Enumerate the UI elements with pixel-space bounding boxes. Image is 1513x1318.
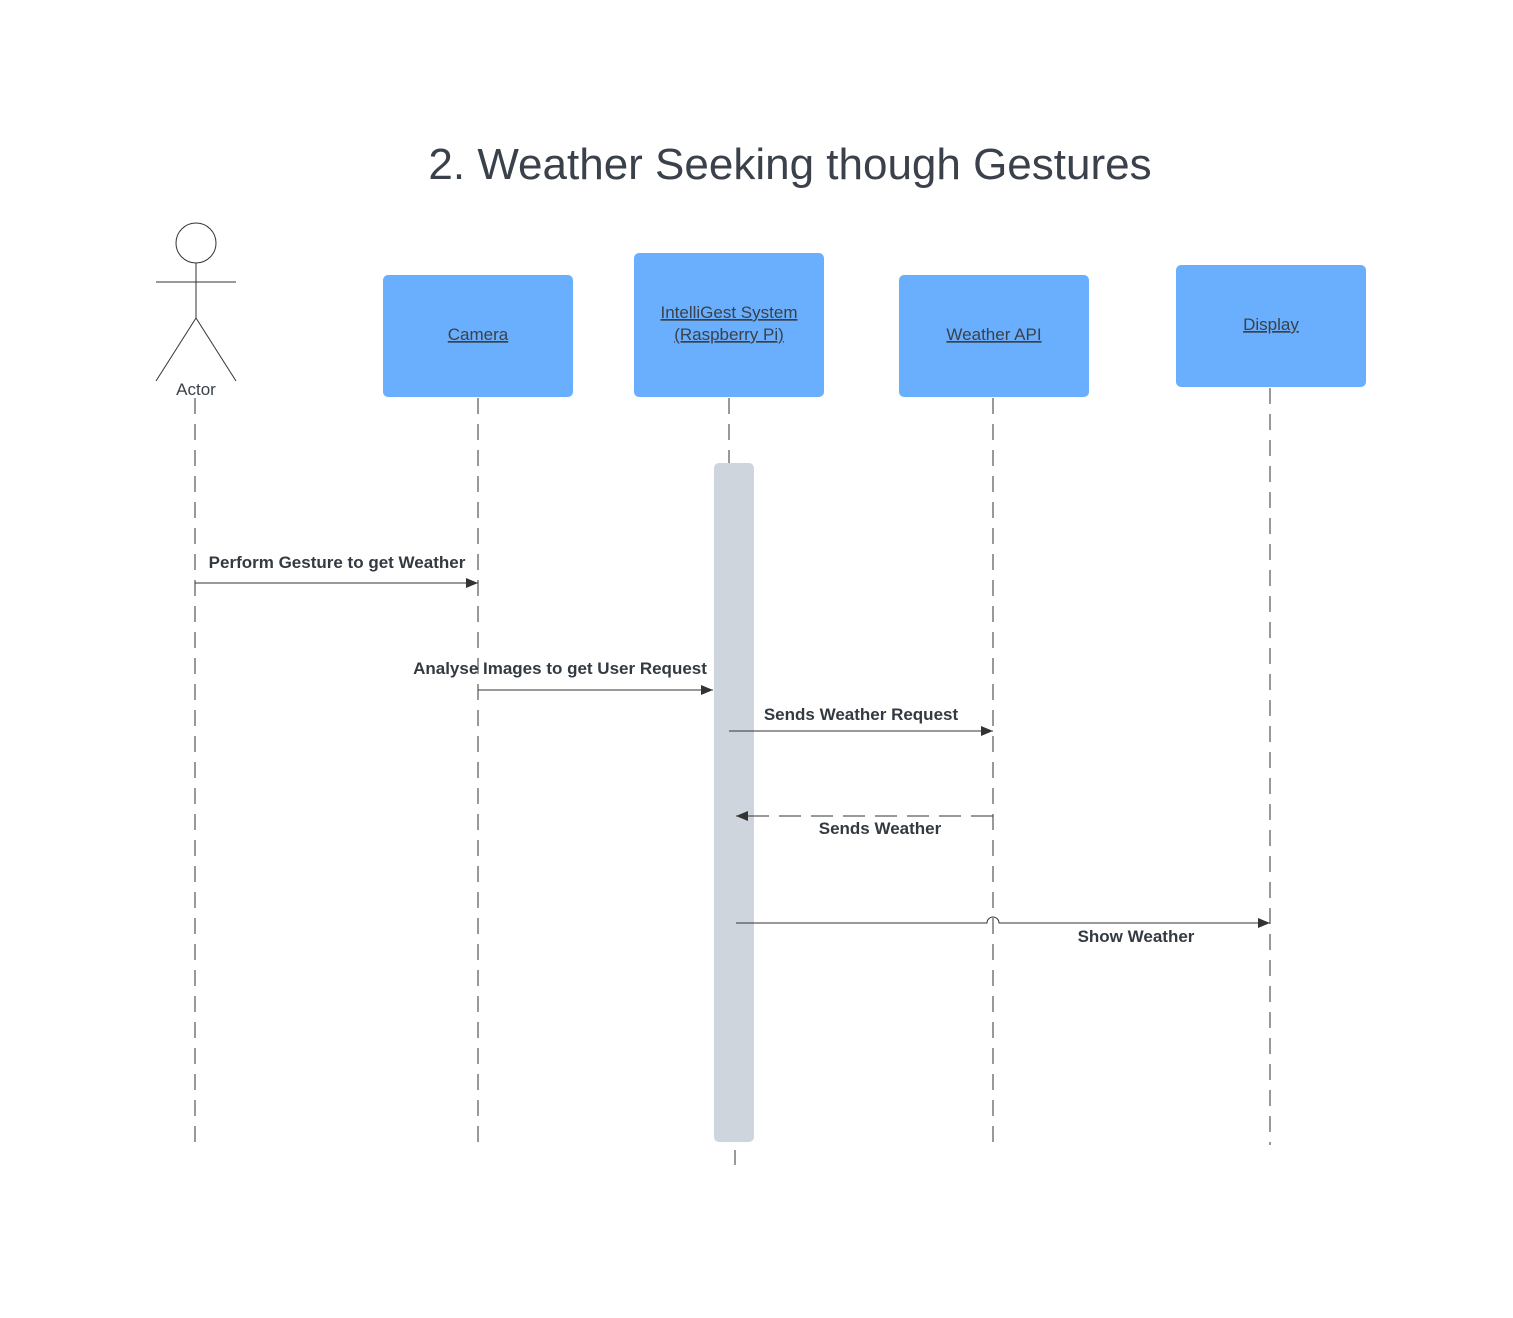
message-perform-gesture: Perform Gesture to get Weather	[195, 553, 478, 588]
participant-system: IntelliGest System (Raspberry Pi)	[634, 253, 824, 397]
message-sends-weather-request-label: Sends Weather Request	[764, 705, 959, 724]
message-analyse-images: Analyse Images to get User Request	[413, 659, 713, 695]
message-sends-weather-label: Sends Weather	[819, 819, 942, 838]
message-analyse-images-label: Analyse Images to get User Request	[413, 659, 707, 678]
actor-label: Actor	[176, 380, 216, 399]
message-show-weather: Show Weather	[736, 916, 1270, 946]
message-sends-weather-request: Sends Weather Request	[729, 705, 993, 736]
message-show-weather-label: Show Weather	[1078, 927, 1195, 946]
message-perform-gesture-label: Perform Gesture to get Weather	[209, 553, 466, 572]
participant-camera-label: Camera	[448, 325, 509, 344]
participant-display: Display	[1176, 265, 1366, 387]
diagram-title: 2. Weather Seeking though Gestures	[428, 140, 1151, 189]
actor-icon	[155, 222, 237, 382]
participant-system-label-line2: (Raspberry Pi)	[674, 325, 784, 344]
message-sends-weather: Sends Weather	[736, 811, 993, 838]
participant-display-label: Display	[1243, 315, 1299, 334]
participant-weather-api: Weather API	[899, 275, 1089, 397]
participant-weather-api-label: Weather API	[946, 325, 1041, 344]
activation-bar-system	[714, 463, 754, 1142]
participant-camera: Camera	[383, 275, 573, 397]
participant-system-label-line1: IntelliGest System	[661, 303, 798, 322]
